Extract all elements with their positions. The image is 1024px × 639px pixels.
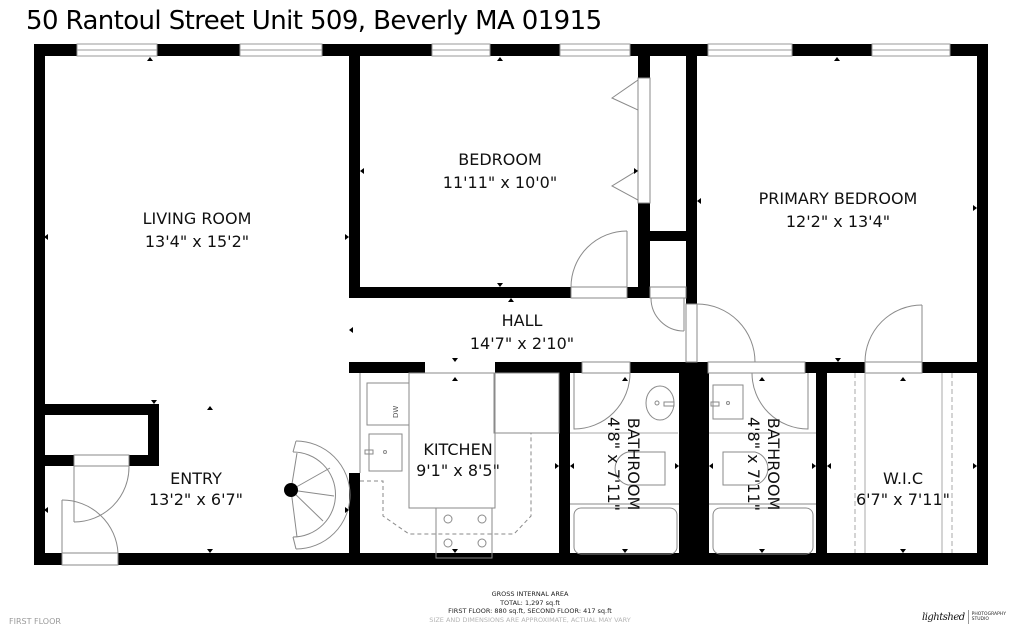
kitchen-fixtures: [359, 372, 560, 559]
bedroom-dims: 11'11" x 10'0": [443, 173, 557, 192]
logo-divider: [967, 610, 969, 624]
hall-dims: 14'7" x 2'10": [470, 334, 574, 353]
area-total: TOTAL: 1,297 sq.ft: [500, 598, 560, 607]
windows: [76, 43, 951, 57]
living-room-dims: 13'4" x 15'2": [145, 232, 249, 251]
bathroom-1-dims: 4'8" x 7'11": [604, 417, 623, 511]
doors: [61, 77, 923, 566]
logo-text: PHOTOGRAPHY STUDIO: [972, 612, 1006, 623]
area-heading: GROSS INTERNAL AREA: [491, 590, 569, 598]
primary-bedroom-name: PRIMARY BEDROOM: [759, 189, 918, 208]
wic-shelving: [854, 373, 953, 553]
primary-bedroom-dims: 12'2" x 13'4": [786, 212, 890, 231]
kitchen-name: KITCHEN: [423, 440, 492, 459]
entry-name: ENTRY: [170, 469, 222, 488]
bathroom-2-name: BATHROOM: [764, 418, 783, 511]
gross-area-summary: GROSS INTERNAL AREA TOTAL: 1,297 sq.ft F…: [400, 590, 660, 624]
studio-logo: lightshed PHOTOGRAPHY STUDIO: [922, 610, 1006, 624]
wic-dims: 6'7" x 7'11": [856, 490, 950, 509]
property-address-title: 50 Rantoul Street Unit 509, Beverly MA 0…: [26, 6, 602, 36]
hall-name: HALL: [502, 311, 543, 330]
logo-line-1: PHOTOGRAPHY: [971, 611, 1006, 617]
walls: [34, 44, 988, 565]
bathroom-fixtures: [570, 384, 816, 555]
spiral-stair: [284, 440, 351, 550]
area-disclaimer: SIZE AND DIMENSIONS ARE APPROXIMATE, ACT…: [429, 615, 631, 624]
logo-script: lightshed: [922, 611, 965, 623]
area-floors: FIRST FLOOR: 880 sq.ft, SECOND FLOOR: 41…: [448, 607, 612, 615]
living-room-name: LIVING ROOM: [143, 209, 252, 228]
entry-dims: 13'2" x 6'7": [149, 490, 243, 509]
logo-line-2: STUDIO: [971, 617, 989, 622]
wic-name: W.I.C: [883, 469, 923, 488]
kitchen-dims: 9'1" x 8'5": [416, 461, 500, 480]
dishwasher-label: DW: [392, 406, 400, 418]
bathroom-2-dims: 4'8" x 7'11": [744, 417, 763, 511]
measurement-markers: [44, 57, 977, 553]
bedroom-name: BEDROOM: [458, 150, 542, 169]
floor-name-label: FIRST FLOOR: [9, 617, 61, 626]
bathroom-1-name: BATHROOM: [624, 418, 643, 511]
